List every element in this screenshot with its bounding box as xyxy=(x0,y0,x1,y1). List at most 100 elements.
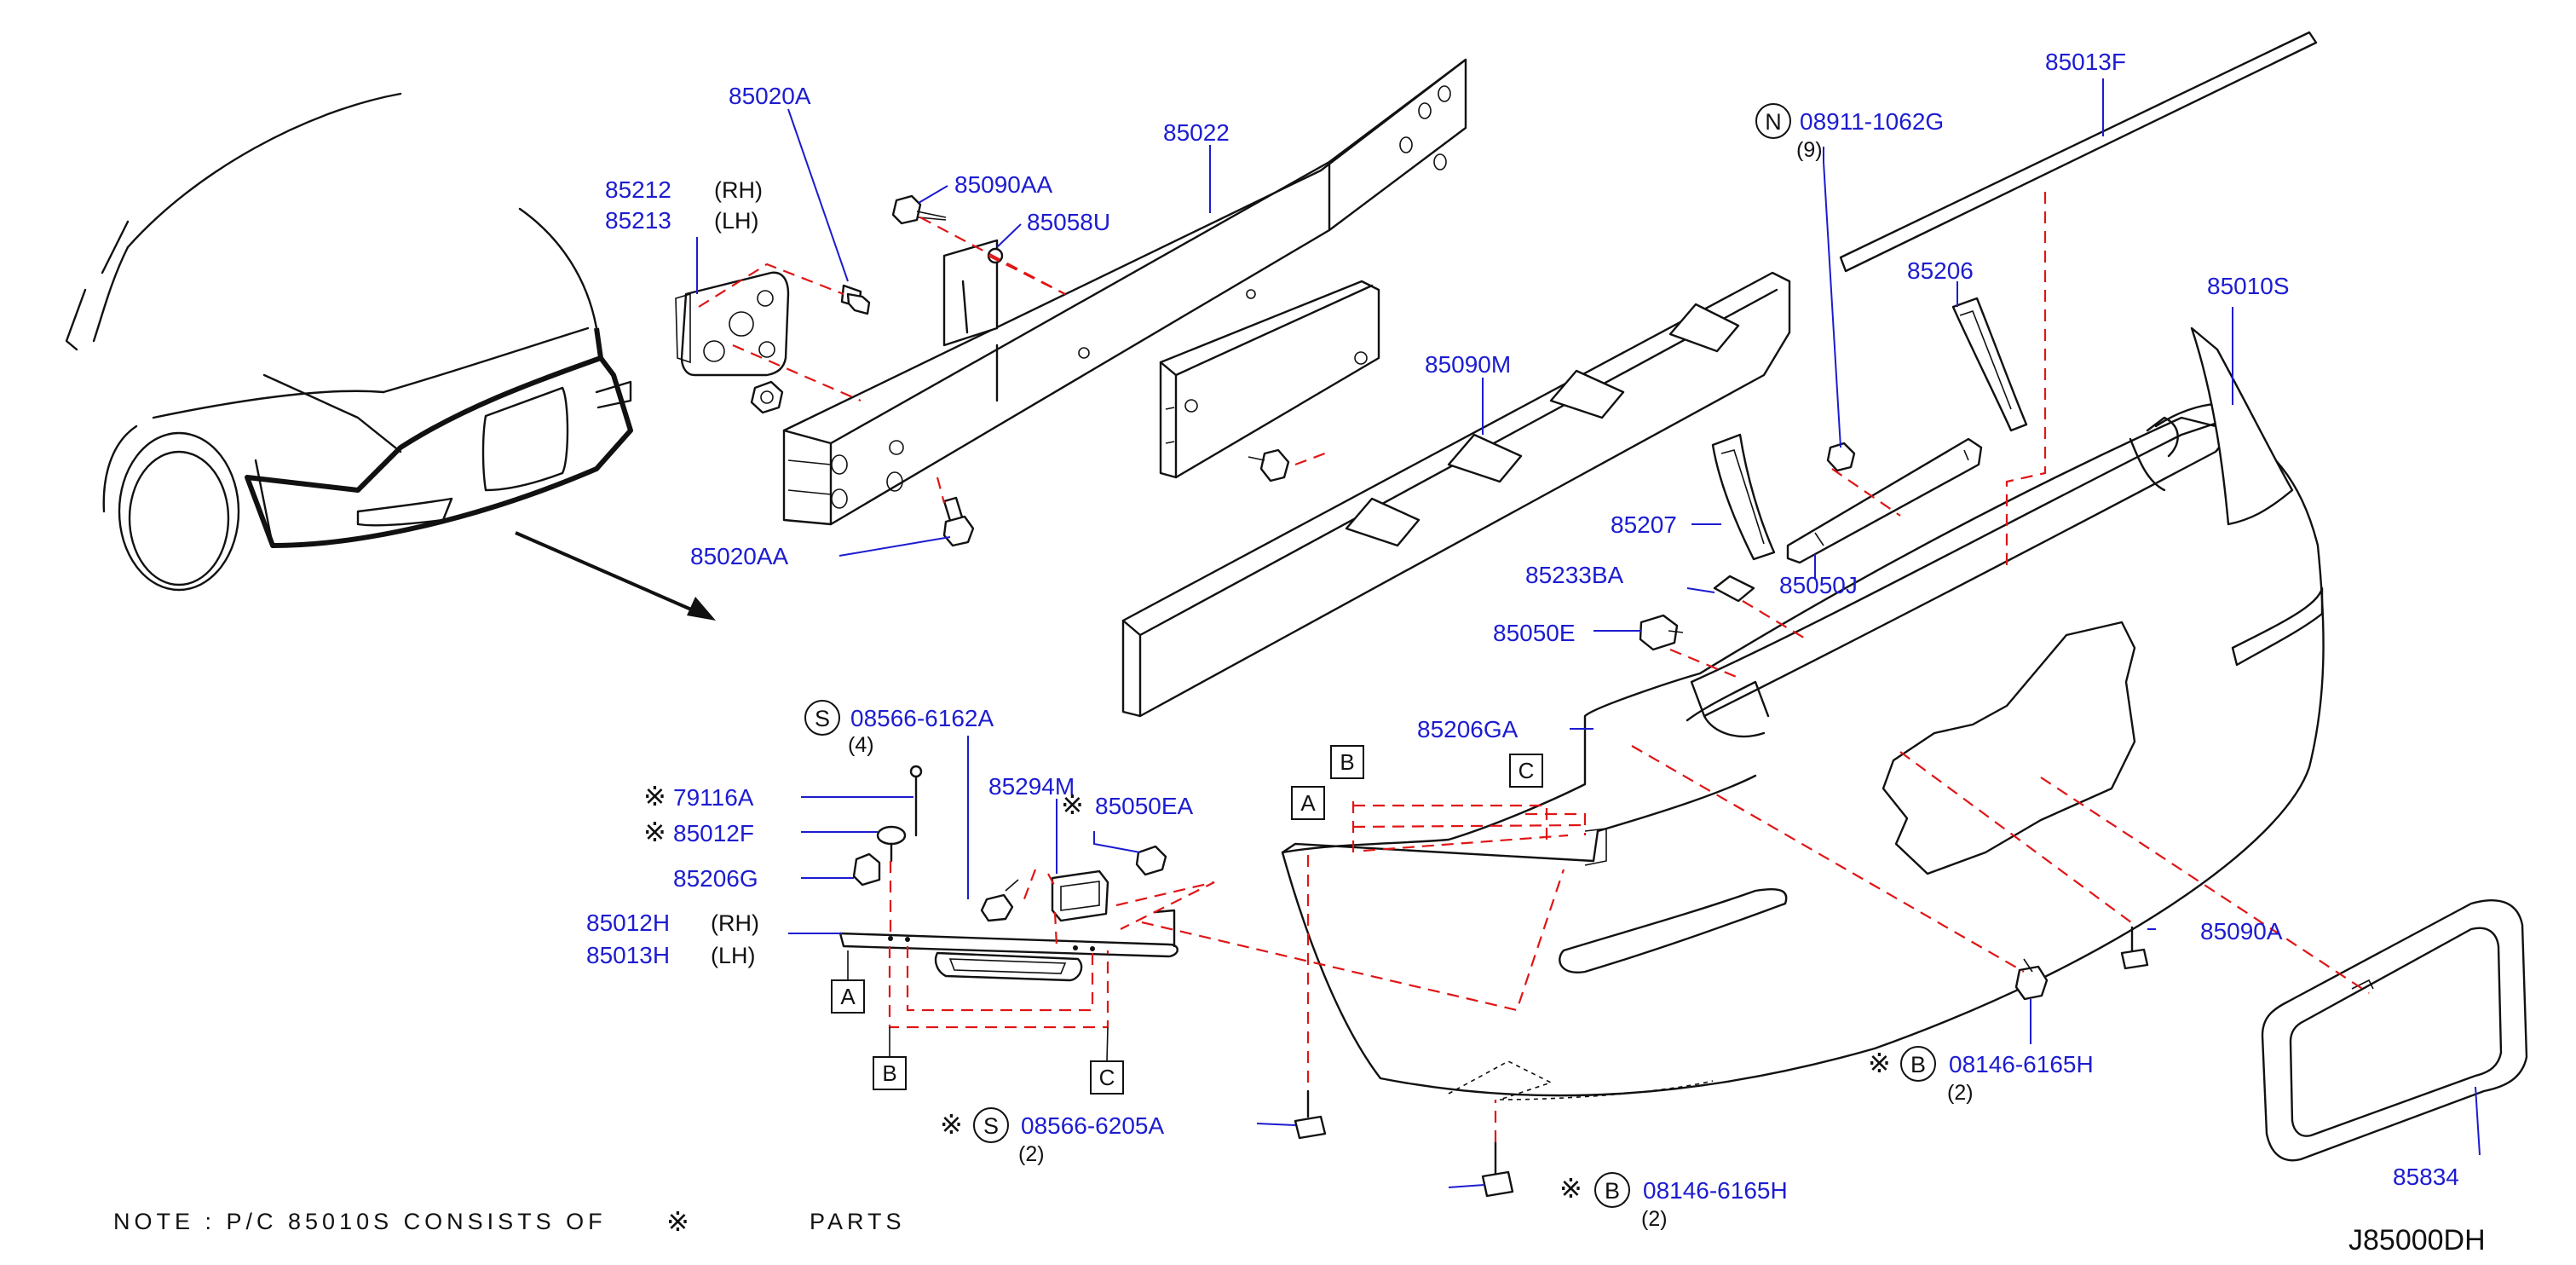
bolt-08146-right-illustration xyxy=(2014,958,2049,1001)
label-08146-6165H-right[interactable]: 08146-6165H xyxy=(1949,1051,2094,1077)
svg-text:S: S xyxy=(983,1113,999,1139)
kome-85050EA: ※ xyxy=(1061,788,1084,821)
ref-box-A-left[interactable]: A xyxy=(831,979,865,1014)
pin-79116A-illustration xyxy=(909,765,923,837)
label-08146-6165H-bottom[interactable]: 08146-6165H xyxy=(1643,1177,1788,1204)
absorber-85090M-illustration xyxy=(1121,271,1791,718)
label-85206G[interactable]: 85206G xyxy=(673,865,758,892)
kome-08146-right: ※ xyxy=(1868,1047,1891,1079)
finisher-85834-illustration xyxy=(2261,899,2528,1162)
bolt-85020A-illustration xyxy=(840,284,871,315)
ref-box-B-left[interactable]: B xyxy=(873,1056,907,1090)
bumper-fascia-85010S-illustration xyxy=(1281,326,2325,1100)
label-85206GA[interactable]: 85206GA xyxy=(1417,716,1519,742)
label-85022[interactable]: 85022 xyxy=(1163,119,1230,146)
label-85010S[interactable]: 85010S xyxy=(2207,273,2290,299)
qty-08566-6205A: (2) xyxy=(1018,1142,1045,1166)
label-08911-1062G[interactable]: 08911-1062G xyxy=(1800,108,1944,135)
label-85213[interactable]: 85213 xyxy=(605,207,671,234)
bracket-85050J-illustration xyxy=(1786,437,1983,564)
bolt-85090A-illustration xyxy=(2120,926,2149,970)
svg-text:C: C xyxy=(1099,1065,1115,1090)
clip-85050E-illustration xyxy=(1639,614,1684,651)
diagram-code: J85000DH xyxy=(2348,1224,2486,1256)
svg-text:S: S xyxy=(815,706,830,731)
label-85013H[interactable]: 85013H xyxy=(586,942,670,968)
qualifier-85213: (LH) xyxy=(714,208,759,234)
label-85020AA[interactable]: 85020AA xyxy=(690,543,789,569)
leader-lines xyxy=(696,78,2481,1188)
bolt-absorber-illustration xyxy=(1248,448,1290,482)
bracket-85207-illustration xyxy=(1711,433,1776,561)
label-08566-6162A[interactable]: 08566-6162A xyxy=(850,705,994,731)
label-85013F[interactable]: 85013F xyxy=(2045,49,2126,75)
qualifier-85013H: (LH) xyxy=(711,943,756,968)
qty-08566-6162A: (4) xyxy=(848,733,874,757)
kome-79116A: ※ xyxy=(643,780,666,812)
absorber-bracket-illustration xyxy=(1159,280,1380,479)
qualifier-85212: (RH) xyxy=(714,177,763,203)
label-85050J[interactable]: 85050J xyxy=(1779,572,1858,598)
label-85294M[interactable]: 85294M xyxy=(988,773,1075,800)
qty-08146-6165H-bottom: (2) xyxy=(1641,1207,1668,1231)
svg-text:B: B xyxy=(1340,749,1354,775)
nut-08911-illustration xyxy=(1826,442,1856,472)
label-79116A[interactable]: 79116A xyxy=(673,784,754,811)
clip-85050EA-illustration xyxy=(1135,845,1167,876)
label-85012F[interactable]: 85012F xyxy=(673,820,754,846)
label-85212[interactable]: 85212 xyxy=(605,176,671,203)
note-text: NOTE : P/C 85010S CONSISTS OF xyxy=(113,1209,607,1234)
note-suffix: PARTS xyxy=(810,1209,906,1234)
ref-box-B-right[interactable]: B xyxy=(1330,745,1364,779)
label-85012H[interactable]: 85012H xyxy=(586,910,670,936)
direction-arrow xyxy=(515,531,716,621)
qty-08146-6165H-right: (2) xyxy=(1947,1081,1974,1105)
kome-08566-6205A: ※ xyxy=(940,1108,963,1141)
assembly-guide-lines xyxy=(698,192,2370,1142)
ref-box-C-left[interactable]: C xyxy=(1090,1060,1124,1095)
fog-lamp-85294M-illustration xyxy=(1051,869,1109,922)
symbol-B-bottom: B xyxy=(1594,1172,1630,1208)
label-85020A[interactable]: 85020A xyxy=(729,83,811,109)
symbol-N: N xyxy=(1755,103,1791,139)
label-85206[interactable]: 85206 xyxy=(1907,257,1974,284)
bolt-85020AA-illustration xyxy=(942,496,975,547)
symbol-S-top: S xyxy=(804,700,840,736)
bolt-85090AA-illustration xyxy=(891,194,947,225)
clip-85012F-illustration xyxy=(876,825,907,863)
label-08566-6205A[interactable]: 08566-6205A xyxy=(1021,1112,1164,1139)
bracket-85206-illustration xyxy=(1951,297,2028,432)
reinforcement-85022-illustration xyxy=(782,58,1467,526)
label-85207[interactable]: 85207 xyxy=(1611,511,1677,538)
screw-08566-6205A-illustration xyxy=(1294,1089,1327,1140)
moulding-85013F-illustration xyxy=(1839,31,2318,273)
lower-bracket-85012H-illustration xyxy=(838,909,1179,982)
label-85233BA[interactable]: 85233BA xyxy=(1525,562,1624,588)
qualifier-85012H: (RH) xyxy=(711,910,759,936)
svg-text:B: B xyxy=(882,1060,896,1086)
symbol-B-right: B xyxy=(1900,1046,1936,1082)
plate-85058U-illustration xyxy=(942,239,1004,347)
svg-text:B: B xyxy=(1605,1178,1620,1204)
clip-85206G-illustration xyxy=(852,852,881,887)
fascia-tab-illustration xyxy=(1584,828,1607,866)
label-85050E[interactable]: 85050E xyxy=(1493,620,1576,646)
svg-text:A: A xyxy=(840,984,856,1009)
label-85058U[interactable]: 85058U xyxy=(1027,209,1110,235)
label-85090A[interactable]: 85090A xyxy=(2200,918,2283,944)
note-kome: ※ xyxy=(666,1205,689,1238)
label-85090AA[interactable]: 85090AA xyxy=(954,171,1053,198)
svg-text:C: C xyxy=(1519,758,1535,783)
svg-text:N: N xyxy=(1765,109,1782,135)
kome-08146-bottom: ※ xyxy=(1559,1172,1582,1204)
label-85090M[interactable]: 85090M xyxy=(1425,351,1511,378)
label-85050EA[interactable]: 85050EA xyxy=(1095,793,1194,819)
bracket-85212-illustration xyxy=(675,271,790,377)
vehicle-illustration xyxy=(65,92,633,592)
screw-08566-6162A-illustration xyxy=(980,879,1019,922)
label-85834[interactable]: 85834 xyxy=(2393,1164,2459,1190)
bolt-08146-lower-illustration xyxy=(1481,1141,1514,1198)
ref-box-C-right[interactable]: C xyxy=(1509,754,1543,788)
ref-box-A-right[interactable]: A xyxy=(1291,786,1325,820)
